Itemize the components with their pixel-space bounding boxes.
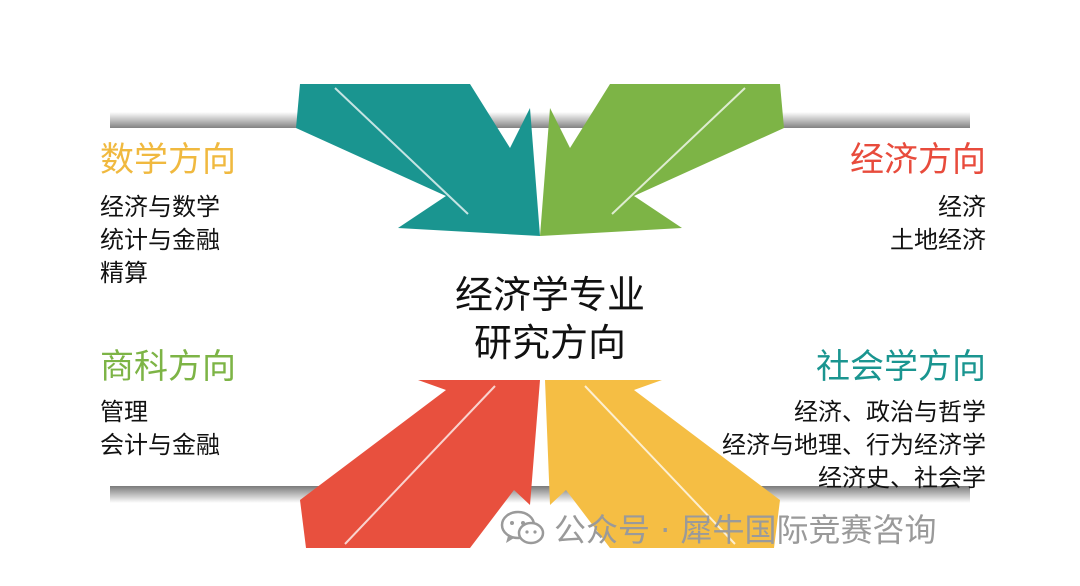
green-arrow-highlight xyxy=(611,87,746,215)
green-arrow-body xyxy=(540,84,784,236)
watermark: 公众号 · 犀牛国际竞赛咨询 xyxy=(500,506,937,550)
red-arrow-highlight xyxy=(344,385,496,545)
panel-shadow-top xyxy=(110,112,970,130)
economics-item-1: 经济 xyxy=(938,193,986,221)
center-title-line2: 研究方向 xyxy=(473,320,626,365)
economics-item-2: 土地经济 xyxy=(890,226,986,254)
watermark-text: 公众号 · 犀牛国际竞赛咨询 xyxy=(554,511,937,549)
math-direction-title: 数学方向 xyxy=(100,140,236,180)
sociology-item-1: 经济、政治与哲学 xyxy=(794,398,986,426)
yellow-arrow-bottom-right xyxy=(545,380,780,548)
center-core xyxy=(420,240,670,376)
math-item-3: 精算 xyxy=(100,259,148,287)
center-title: 经济学专业 研究方向 xyxy=(400,272,700,367)
red-arrow-bottom-left xyxy=(300,380,540,548)
math-item-1: 经济与数学 xyxy=(100,193,220,221)
yellow-arrow-body xyxy=(545,380,780,548)
sociology-item-3: 经济史、社会学 xyxy=(818,464,986,492)
economics-direction-title: 经济方向 xyxy=(850,140,986,180)
center-title-line1: 经济学专业 xyxy=(454,273,645,317)
math-item-2: 统计与金融 xyxy=(100,226,220,254)
wechat-icon xyxy=(500,510,545,545)
sociology-item-2: 经济与地理、行为经济学 xyxy=(722,431,986,459)
green-arrow-top-right xyxy=(540,84,784,236)
sociology-direction-title: 社会学方向 xyxy=(816,347,986,387)
business-item-2: 会计与金融 xyxy=(100,431,220,459)
yellow-arrow-highlight xyxy=(584,385,736,545)
business-item-1: 管理 xyxy=(100,398,148,426)
teal-arrow-body xyxy=(296,84,540,236)
teal-arrow-highlight xyxy=(334,87,469,215)
business-direction-title: 商科方向 xyxy=(100,347,236,387)
teal-arrow-top-left xyxy=(296,84,540,236)
